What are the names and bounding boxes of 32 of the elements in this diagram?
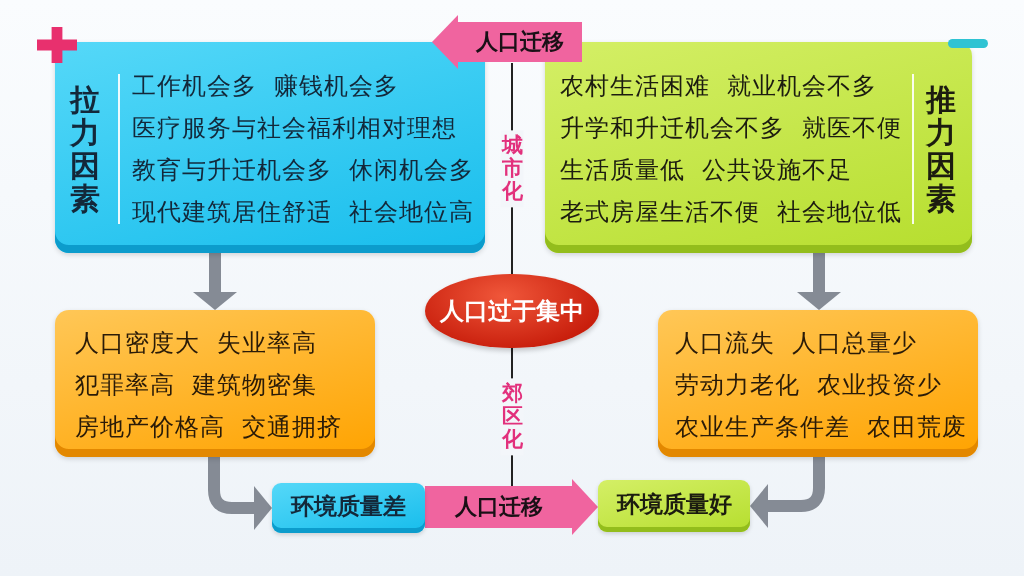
- edge-label: 人口迁移: [454, 494, 543, 520]
- edge-label: 郊区化: [500, 378, 524, 456]
- bent-arrow: [208, 457, 272, 530]
- factor-text: 医疗服务与社会福利相对理想: [132, 112, 457, 143]
- factor-text: 现代建筑居住舒适 社会地位高: [132, 196, 474, 227]
- factor-text: 人口密度大 失业率高: [75, 327, 317, 358]
- outcome-card: [55, 310, 375, 457]
- factor-text: 升学和升迁机会不多 就医不便: [560, 112, 902, 143]
- vertical-heading: 拉力因素: [70, 82, 100, 215]
- down-arrow: [797, 253, 841, 310]
- factor-text: 劳动力老化 农业投资少: [675, 369, 942, 400]
- factor-text: 犯罪率高 建筑物密集: [75, 369, 317, 400]
- down-arrow: [193, 253, 237, 310]
- factor-text: 工作机会多 赚钱机会多: [132, 70, 399, 101]
- factor-text: 农业生产条件差 农田荒废: [675, 411, 967, 442]
- result-text: 环境质量好: [616, 489, 732, 519]
- edge-label: 人口迁移: [476, 29, 564, 55]
- block-arrow: [432, 15, 582, 69]
- ellipse-label: 人口过于集中: [440, 296, 584, 327]
- result-text: 环境质量差: [291, 491, 406, 521]
- factor-text: 生活质量低 公共设施不足: [560, 154, 852, 185]
- vertical-heading: 推力因素: [925, 82, 956, 215]
- factor-text: 老式房屋生活不便 社会地位低: [560, 196, 902, 227]
- result-card: [272, 483, 425, 533]
- factor-text: 农村生活困难 就业机会不多: [560, 70, 877, 101]
- factor-text: 房地产价格高 交通拥挤: [75, 411, 342, 442]
- factor-text: 人口流失 人口总量少: [675, 327, 917, 358]
- outcome-card: [658, 310, 978, 457]
- result-card: [598, 480, 750, 532]
- edge-label: 城市化: [500, 129, 524, 208]
- factor-text: 教育与升迁机会多 休闲机会多: [132, 154, 474, 185]
- block-arrow: [425, 479, 598, 535]
